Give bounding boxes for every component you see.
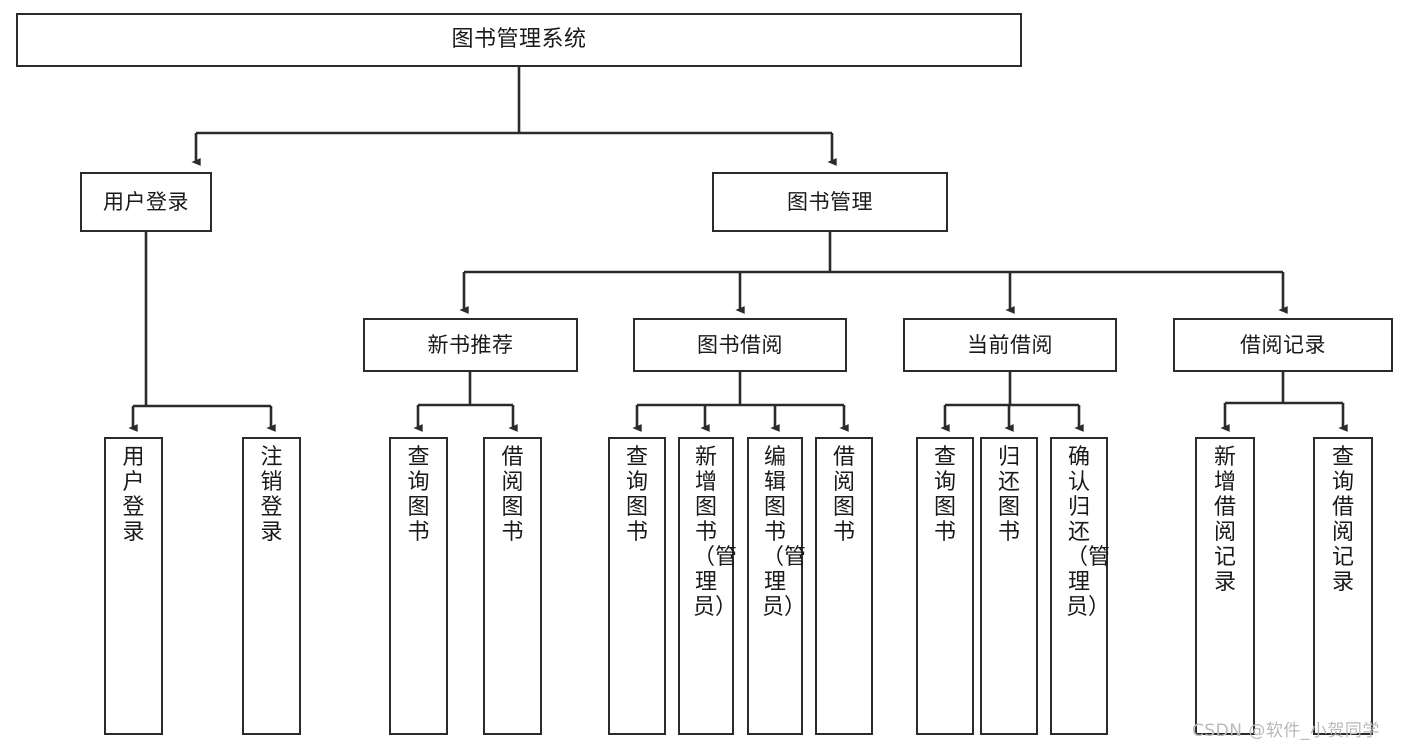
node-label: 用户登录 [103,189,189,214]
node-label: 图书借阅 [697,332,783,357]
leaf-borrow-edit-book[interactable]: 编辑图书（管理员） [747,437,807,735]
node-new-book-recommend[interactable]: 新书推荐 [363,318,578,372]
node-book-borrow[interactable]: 图书借阅 [633,318,847,372]
node-label: 编辑图书（管理员） [762,445,807,621]
leaf-record-add[interactable]: 新增借阅记录 [1195,437,1255,735]
node-label: 确认归还（管理员） [1066,445,1111,621]
leaf-borrow-add-book[interactable]: 新增图书（管理员） [678,437,738,735]
leaf-current-confirm-return[interactable]: 确认归还（管理员） [1050,437,1111,735]
node-label: 新增借阅记录 [1213,445,1236,596]
leaf-new-book-borrow[interactable]: 借阅图书 [483,437,542,735]
node-label: 借阅图书 [501,445,524,546]
leaf-new-book-query[interactable]: 查询图书 [389,437,448,735]
node-label: 查询图书 [625,445,648,546]
leaf-current-query-book[interactable]: 查询图书 [916,437,974,735]
node-book-management[interactable]: 图书管理 [712,172,948,232]
leaf-current-return-book[interactable]: 归还图书 [980,437,1038,735]
watermark: CSDN @软件_小贺同学 [1192,721,1380,741]
node-label: 用户登录 [122,445,145,546]
node-label: 借阅记录 [1240,332,1326,357]
node-label: 图书管理系统 [451,27,587,53]
node-label: 归还图书 [997,445,1020,546]
node-root[interactable]: 图书管理系统 [16,13,1022,67]
leaf-borrow-borrow-book[interactable]: 借阅图书 [815,437,873,735]
leaf-user-login-signout[interactable]: 注销登录 [242,437,301,735]
node-user-login[interactable]: 用户登录 [80,172,212,232]
node-label: 当前借阅 [967,332,1053,357]
node-label: 图书管理 [787,189,873,214]
node-current-borrow[interactable]: 当前借阅 [903,318,1117,372]
node-label: 查询图书 [407,445,430,546]
leaf-user-login-signin[interactable]: 用户登录 [104,437,163,735]
leaf-borrow-query-book[interactable]: 查询图书 [608,437,666,735]
node-borrow-records[interactable]: 借阅记录 [1173,318,1393,372]
node-label: 查询图书 [933,445,956,546]
node-label: 新增图书（管理员） [693,445,738,621]
leaf-record-query[interactable]: 查询借阅记录 [1313,437,1373,735]
node-label: 注销登录 [260,445,283,546]
node-label: 查询借阅记录 [1331,445,1354,596]
node-label: 新书推荐 [427,332,514,357]
node-label: 借阅图书 [832,445,855,546]
